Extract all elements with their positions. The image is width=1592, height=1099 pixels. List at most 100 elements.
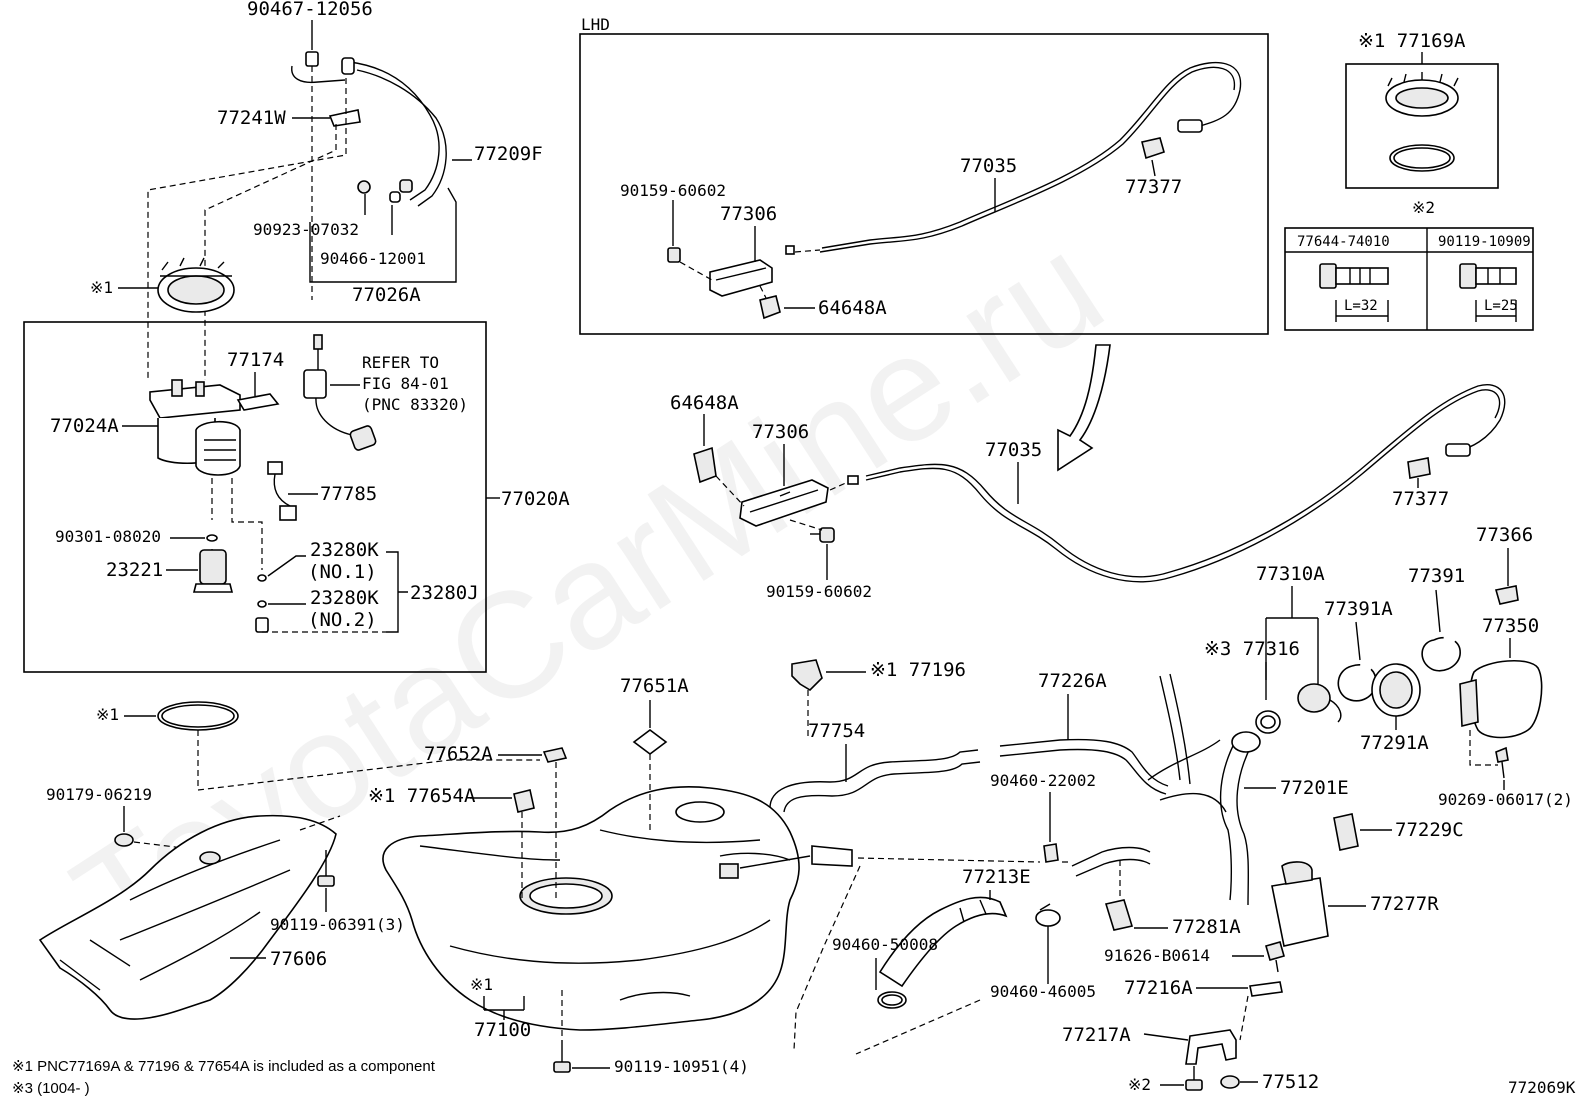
bolt-90119-06391[interactable] — [317, 850, 335, 887]
bolt-mark2[interactable] — [1185, 1066, 1203, 1091]
fuel-tank-77100[interactable] — [382, 786, 800, 1031]
cap-77654A[interactable] — [513, 789, 535, 813]
retainer-ring[interactable] — [157, 257, 235, 313]
label-90460-50008: 90460-50008 — [832, 935, 938, 954]
breather-tube[interactable] — [1071, 846, 1151, 877]
ring-77169A[interactable] — [1385, 72, 1459, 117]
hose-77226A[interactable] — [999, 673, 1191, 795]
label-90159-60602: 90159-60602 — [766, 582, 872, 601]
pad-77652A[interactable] — [542, 747, 568, 763]
gasket-77310A[interactable] — [1255, 710, 1281, 734]
inset-clip-64648A[interactable] — [759, 295, 781, 320]
tank-bolt-90119-10951[interactable] — [553, 1040, 571, 1073]
bolt-91626-B0614[interactable] — [1265, 941, 1285, 973]
label-77350: 77350 — [1482, 615, 1539, 637]
label-77281A: 77281A — [1172, 916, 1241, 938]
label-77035: 77035 — [985, 439, 1042, 461]
label-77754: 77754 — [808, 720, 865, 742]
hose-77754[interactable] — [769, 749, 981, 813]
bolt-table-marker: ※2 — [1412, 198, 1435, 217]
screw-90159-60602[interactable] — [810, 527, 835, 543]
gasket-77169A[interactable] — [1389, 144, 1455, 172]
bolt-77644-74010-icon — [1319, 263, 1389, 289]
filter-23221[interactable] — [192, 549, 234, 593]
refer-note-line1: REFER TO — [362, 353, 439, 372]
label-77226A: 77226A — [1038, 670, 1107, 692]
hook-77366[interactable] — [1494, 585, 1519, 605]
o-ring-90301-08020[interactable] — [206, 534, 218, 542]
wire-harness-refer[interactable] — [303, 334, 377, 451]
label-90179-06219: 90179-06219 — [46, 785, 152, 804]
cap-77316[interactable] — [1297, 683, 1342, 723]
label-77291A: 77291A — [1360, 732, 1429, 754]
label-90119-06391: 90119-06391(3) — [270, 915, 405, 934]
gauge-77174[interactable] — [236, 393, 280, 411]
clamp-90460-22002[interactable] — [1043, 843, 1059, 863]
inset-label-77306: 77306 — [720, 203, 777, 225]
label-77241W: 77241W — [217, 107, 286, 129]
arrow-lhd-to-main — [1057, 344, 1111, 472]
label-90460-22002: 90460-22002 — [990, 771, 1096, 790]
hinge-77306[interactable] — [739, 479, 829, 527]
bolt-table: 77644-74010 90119-10909 L=32 L=25 — [1284, 227, 1534, 331]
clamp-90460-46005[interactable] — [1035, 903, 1061, 927]
shield-77606[interactable] — [38, 814, 337, 1020]
label-77174: 77174 — [227, 349, 284, 371]
o-ring-23280K-no1[interactable] — [257, 574, 267, 582]
o-ring-large[interactable] — [157, 701, 239, 731]
nut-90179-06219[interactable] — [114, 833, 134, 847]
clamp-90460-50008[interactable] — [877, 991, 907, 1009]
tank-connector[interactable] — [719, 845, 853, 879]
label-23280K-2: 23280K — [310, 587, 379, 609]
clip-77281A[interactable] — [1104, 899, 1134, 931]
hose-77213E[interactable] — [878, 896, 1008, 988]
bracket-77217A[interactable] — [1185, 1029, 1237, 1065]
bracket-77241W[interactable] — [328, 109, 361, 127]
cap-77291A[interactable] — [1371, 663, 1421, 717]
label-23280J: 23280J — [410, 582, 479, 604]
figure-code: 772069K — [1508, 1078, 1576, 1097]
label-77377: 77377 — [1392, 488, 1449, 510]
o-ring-23280K-no2[interactable] — [257, 600, 267, 608]
fuel-line-77209F[interactable] — [291, 51, 447, 207]
label-90119-10951: 90119-10951(4) — [614, 1057, 749, 1076]
fuel-door-77350[interactable] — [1459, 659, 1543, 739]
lhd-inset-box — [579, 33, 1269, 335]
label-23280K-1: 23280K — [310, 539, 379, 561]
label-no2: (NO.2) — [308, 609, 377, 631]
label-77213E: 77213E — [962, 866, 1031, 888]
ring-77391A[interactable] — [1337, 664, 1377, 702]
inset-hinge-77306[interactable] — [709, 259, 773, 297]
label-77785: 77785 — [320, 483, 377, 505]
box-77277R[interactable] — [1271, 861, 1329, 947]
label-23221: 23221 — [106, 559, 163, 581]
label-77654A: ※1 77654A — [368, 785, 476, 807]
label-mark1-tank: ※1 — [470, 975, 493, 994]
label-77391: 77391 — [1408, 565, 1465, 587]
wire-77785[interactable] — [267, 461, 297, 521]
refer-note-line3: (PNC 83320) — [362, 395, 468, 414]
inset-label-77377: 77377 — [1125, 176, 1182, 198]
inset-label-90159-60602: 90159-60602 — [620, 181, 726, 200]
clamp-77229C[interactable] — [1333, 813, 1359, 851]
valve-part[interactable] — [255, 617, 269, 633]
ring-77391[interactable] — [1421, 636, 1461, 672]
refer-note-line2: FIG 84-01 — [362, 374, 449, 393]
screw-90269-06017[interactable] — [1495, 746, 1509, 779]
pad-77651A[interactable] — [632, 729, 668, 755]
fuel-pump-77024A[interactable] — [149, 379, 241, 476]
inset-cable-77035[interactable] — [819, 61, 1242, 253]
label-77026A: 77026A — [352, 284, 421, 306]
label-77366: 77366 — [1476, 524, 1533, 546]
clip-77196[interactable] — [791, 659, 823, 692]
bolt-table-col1: 77644-74010 — [1297, 234, 1390, 250]
label-77651A: 77651A — [620, 675, 689, 697]
label-77209F: 77209F — [474, 143, 543, 165]
cable-77035[interactable] — [847, 384, 1506, 583]
inset-screw-90159-60602[interactable] — [667, 247, 681, 263]
bracket-77216A[interactable] — [1249, 981, 1283, 997]
label-mark1-oring: ※1 — [96, 705, 119, 724]
filler-pipe-77201E[interactable] — [1147, 731, 1261, 906]
nut-77512[interactable] — [1220, 1075, 1240, 1089]
